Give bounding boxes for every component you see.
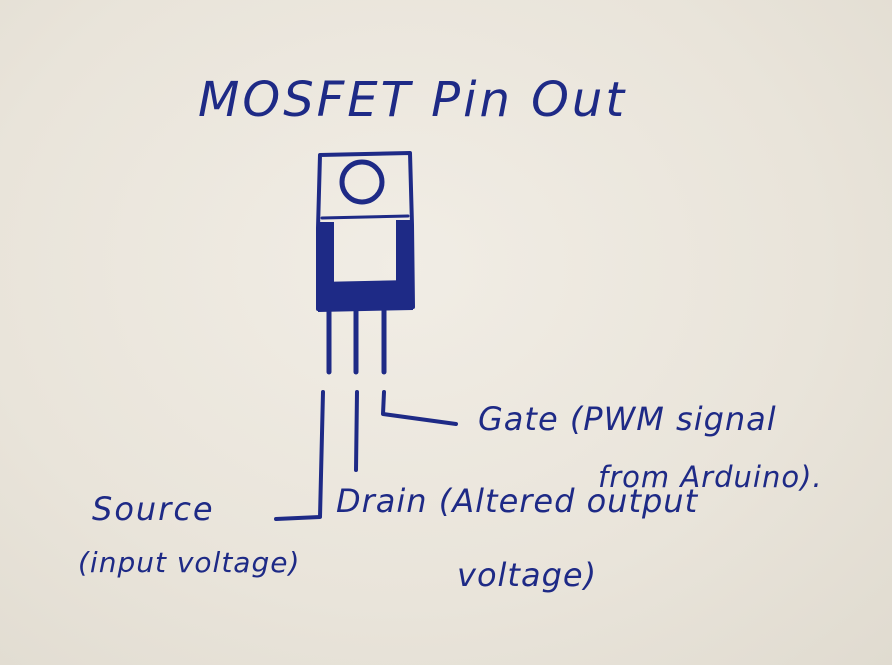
package-left-band <box>318 222 334 290</box>
tab-line <box>320 214 410 220</box>
drain-description: voltage) <box>457 556 598 594</box>
source-label: Source <box>92 490 215 528</box>
gate-label: Gate (PWM signal <box>478 400 777 438</box>
drain-label: Drain (Altered output <box>336 482 699 520</box>
gate-description: from Arduino). <box>598 460 823 494</box>
mounting-hole <box>339 159 385 205</box>
gate-leader <box>381 390 458 426</box>
diagram-title: MOSFET Pin Out <box>198 72 628 128</box>
drain-leader <box>354 390 359 472</box>
package-right-band <box>396 220 413 288</box>
package-base <box>318 280 413 312</box>
source-description: (input voltage) <box>78 546 301 579</box>
source-leader <box>274 390 325 521</box>
